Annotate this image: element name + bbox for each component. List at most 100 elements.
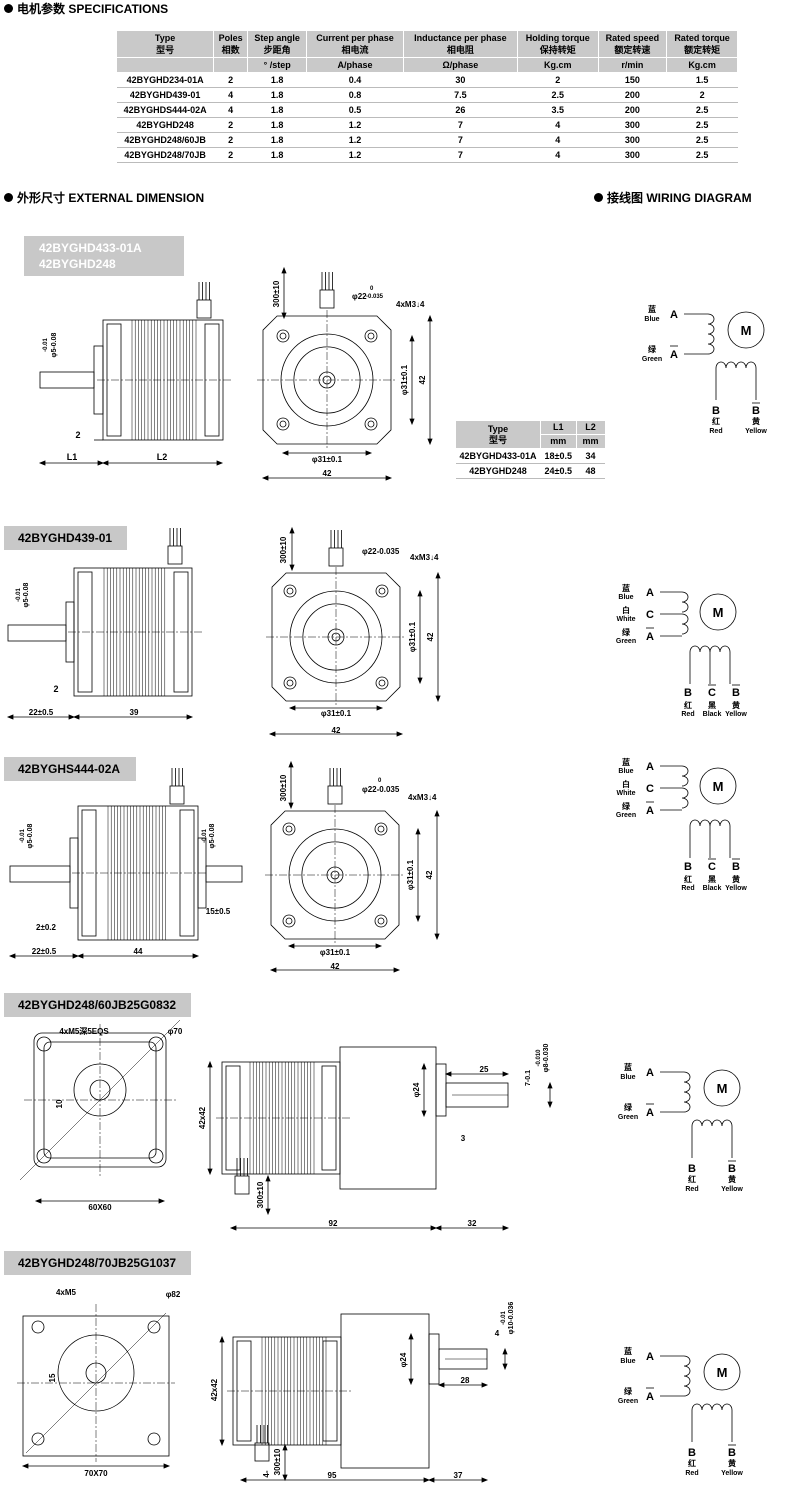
arrow-head: [427, 1477, 435, 1483]
dim-boss-label: φ22: [352, 292, 367, 301]
dim-step-label: 2: [75, 430, 80, 440]
mounting-hole: [375, 676, 389, 690]
arrow-head: [239, 1477, 247, 1483]
motor-front-view-2: [271, 572, 401, 702]
spec-cell: 1.2: [306, 132, 404, 148]
coil-b: [691, 1119, 733, 1127]
wire-red-label: Red: [709, 428, 722, 435]
spec-cell: 7: [403, 147, 518, 163]
mounting-hole: [283, 676, 297, 690]
specifications-title: 电机参数 SPECIFICATIONS: [17, 2, 169, 16]
dim-side-v-label: 42: [418, 375, 427, 384]
dim-l1-label: 22±0.5: [32, 947, 57, 956]
dim-lead-label: 300±10: [273, 1448, 282, 1475]
section1-label-line1: 42BYGHD433-01A: [39, 241, 142, 255]
arrow-head: [396, 731, 404, 737]
mounting-hole-inner: [377, 825, 385, 833]
dim-lead-label: 300±10: [279, 536, 288, 563]
wire-yellow-label: Yellow: [725, 885, 747, 892]
wire-green-cn: 绿: [622, 627, 631, 637]
arrow-head: [21, 1463, 29, 1469]
dim-cell: 42BYGHD433-01A: [455, 448, 541, 464]
arrow-head: [261, 475, 269, 481]
dim-unit-l2: mm: [575, 434, 606, 449]
wire-red-label: Red: [685, 1186, 698, 1193]
wire-red-cn: 红: [684, 700, 692, 710]
wire-red-cn: 红: [684, 874, 692, 884]
arrow-head: [502, 1347, 508, 1355]
coil-a1: [681, 765, 689, 787]
arrow-head: [365, 450, 373, 456]
mounting-hole: [364, 417, 378, 431]
dim-side-h-label: 42: [332, 726, 341, 735]
spec-cell: 30: [403, 72, 518, 88]
gearbox-body: [340, 1313, 430, 1469]
spec-unit-row: ° /step A/phase Ω/phase Kg.cm r/min Kg.c…: [115, 57, 738, 73]
terminal-b-label: B: [712, 405, 720, 417]
mounting-hole: [147, 1432, 161, 1446]
dim-pcd-label: φ82: [166, 1290, 181, 1299]
wire-green-label: Green: [618, 1114, 638, 1121]
wire-red-label: Red: [681, 711, 694, 718]
dim-step-label: 2±0.2: [36, 923, 57, 932]
spec-cell: 1.8: [247, 87, 307, 103]
wire-blue-label: Blue: [620, 1074, 635, 1081]
mounting-hole: [282, 822, 296, 836]
gearbox-body: [339, 1046, 437, 1190]
spec-cell: 1.8: [247, 132, 307, 148]
arrow-head: [502, 1363, 508, 1371]
arrow-head: [158, 1198, 166, 1204]
motor-front-view-3: [270, 810, 400, 940]
arrow-head: [269, 967, 277, 973]
spec-cell: 1.8: [247, 147, 307, 163]
wire-red-cn: 红: [712, 416, 720, 426]
motor-label: M: [713, 605, 724, 620]
arrow-head: [219, 1439, 225, 1447]
spec-cell: 42BYGHDS444-02A: [116, 102, 214, 118]
spec-cell: 2: [213, 147, 248, 163]
dim-offset-label: 10: [55, 1099, 64, 1108]
motor-label: M: [741, 323, 752, 338]
dim-shaft-len-label: 28: [461, 1376, 470, 1385]
arrow-head: [437, 1382, 445, 1388]
dim-boss-label: φ22-0.035: [362, 547, 400, 556]
dim-col-l2: L2: [575, 420, 606, 435]
spec-cell: 4: [213, 87, 248, 103]
mounting-hole: [31, 1320, 45, 1334]
motor-symbol-circle: [699, 767, 737, 805]
mounting-hole: [36, 1036, 52, 1052]
wire-black-label: Black: [703, 711, 722, 718]
arrow-head: [421, 1110, 427, 1118]
dim-shaft-label: φ5-0.08: [23, 582, 30, 607]
motor-label: M: [713, 779, 724, 794]
spec-cell: 2.5: [666, 102, 738, 118]
mounting-hole-inner: [279, 332, 287, 340]
arrow-head: [435, 695, 441, 703]
coil-b2: [709, 819, 731, 827]
terminal-b-label: B: [688, 1163, 696, 1175]
spec-cell: 7.5: [403, 87, 518, 103]
dim-boss-label: φ24: [399, 1352, 408, 1367]
dim-shaft2-tol: -0.01: [202, 829, 208, 843]
dim-shaft-tol: -0.01: [16, 588, 22, 602]
coil-a: [707, 313, 715, 355]
wire-yellow-cn: 黄: [752, 416, 760, 426]
arrow-head: [408, 1378, 414, 1386]
output-shaft: [39, 371, 95, 389]
unit-cell: r/min: [597, 57, 668, 73]
spec-cell: 2: [517, 72, 599, 88]
arrow-head: [376, 705, 384, 711]
spec-cell: 200: [598, 87, 667, 103]
section4-label: 42BYGHD248/60JB25G0832: [4, 993, 191, 1017]
coil-a2: [681, 613, 689, 635]
dim-gear-len-label: 32: [468, 1219, 477, 1228]
terminal-cbar-label: C: [708, 861, 716, 873]
wire-red-label: Red: [681, 885, 694, 892]
